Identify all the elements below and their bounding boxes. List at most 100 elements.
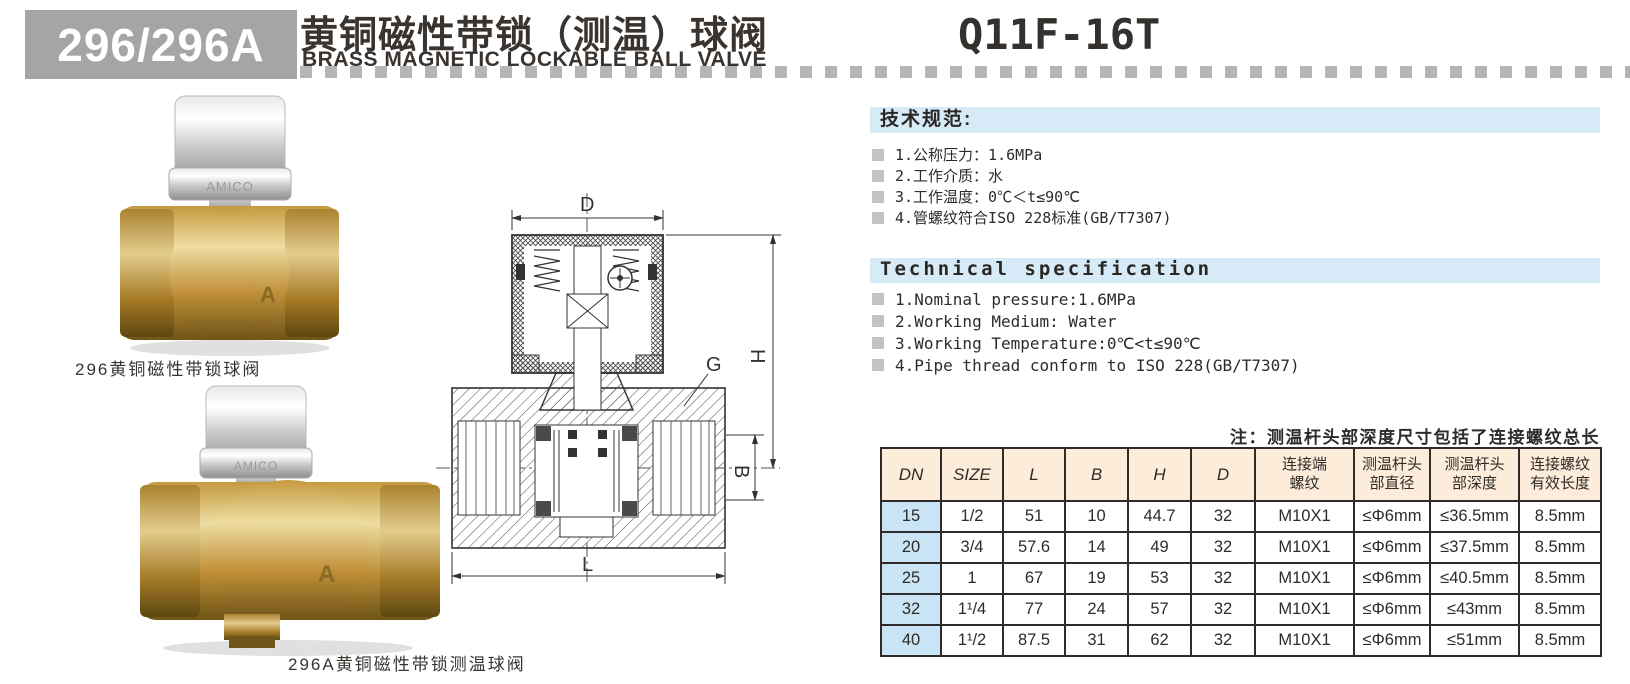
bullet-square-icon (872, 169, 884, 182)
col-header-d: D (1190, 447, 1256, 502)
dim-label-b: B (730, 465, 752, 478)
spec-item-text: 3.Working Temperature:0℃<t≤90℃ (895, 333, 1201, 353)
table-cell: 77 (1002, 593, 1066, 626)
bullet-square-icon (872, 148, 884, 161)
table-cell: 1/2 (940, 500, 1004, 533)
table-cell: 24 (1064, 593, 1129, 626)
brand-mark: AMICO (234, 459, 278, 473)
table-header-row: DN SIZE L B H D 连接端 螺纹 测温杆头 部直径 测温杆头 部深度… (880, 447, 1602, 502)
table-cell: ≤36.5mm (1429, 500, 1520, 533)
spec-item: 3.Working Temperature:0℃<t≤90℃ (872, 332, 1602, 354)
table-cell: 19 (1064, 562, 1129, 595)
dim-label-h: H (746, 349, 768, 363)
table-cell: 57 (1127, 593, 1192, 626)
col-header-thread: 连接端 螺纹 (1254, 447, 1355, 502)
spec-item-text: 2.工作介质：水 (895, 167, 1004, 185)
bullet-square-icon (872, 315, 884, 327)
table-cell: 8.5mm (1518, 593, 1602, 626)
table-cell: ≤51mm (1429, 624, 1520, 657)
table-cell: ≤40.5mm (1429, 562, 1520, 595)
cell-dn: 40 (880, 624, 942, 657)
ball-seats (536, 426, 637, 516)
table-cell: M10X1 (1254, 500, 1355, 533)
table-cell: M10X1 (1254, 562, 1355, 595)
photo-caption-296: 296黄铜磁性带锁球阀 (75, 360, 262, 379)
table-cell: 32 (1190, 624, 1256, 657)
spec-item-text: 1.Nominal pressure:1.6MPa (895, 289, 1136, 309)
table-cell: 8.5mm (1518, 624, 1602, 657)
bullet-square-icon (872, 359, 884, 371)
spec-list-cn: 1.公称压力：1.6MPa 2.工作介质：水 3.工作温度：0℃＜t≤90℃ 4… (872, 144, 1602, 228)
dim-label-g: G (706, 354, 722, 376)
magnet-symbol-icon (607, 265, 633, 291)
table-cell: M10X1 (1254, 531, 1355, 564)
table-cell: 8.5mm (1518, 500, 1602, 533)
dotted-separator (300, 66, 1630, 78)
table-cell: 87.5 (1002, 624, 1066, 657)
bullet-square-icon (872, 190, 884, 203)
cell-dn: 25 (880, 562, 942, 595)
col-header-dn: DN (880, 447, 942, 502)
g-leader-line (683, 373, 709, 407)
spec-heading-en: Technical specification (870, 258, 1600, 283)
table-cell: M10X1 (1254, 593, 1355, 626)
bottom-plug (559, 516, 614, 538)
table-cell: ≤37.5mm (1429, 531, 1520, 564)
svg-text:A: A (318, 561, 335, 588)
table-cell: ≤Φ6mm (1353, 500, 1431, 533)
table-note: 注：测温杆头部深度尺寸包括了连接螺纹总长 (1230, 428, 1600, 447)
photo-caption-296A: 296A黄铜磁性带锁测温球阀 (288, 655, 526, 674)
product-code: Q11F-16T (958, 10, 1161, 59)
table-cell: 8.5mm (1518, 562, 1602, 595)
spec-item-text: 3.工作温度：0℃＜t≤90℃ (895, 188, 1081, 206)
spec-item: 2.Working Medium: Water (872, 310, 1602, 332)
spec-item: 2.工作介质：水 (872, 165, 1602, 186)
product-photo-296A: AMICO A (140, 385, 440, 656)
spec-item: 3.工作温度：0℃＜t≤90℃ (872, 186, 1602, 207)
spec-item-text: 1.公称压力：1.6MPa (895, 146, 1043, 164)
product-photo-296: AMICO A (120, 95, 339, 356)
spec-item: 4.Pipe thread conform to ISO 228(GB/T730… (872, 354, 1602, 376)
col-header-b: B (1064, 447, 1129, 502)
spec-item: 1.公称压力：1.6MPa (872, 144, 1602, 165)
col-header-probe-depth: 测温杆头 部深度 (1429, 447, 1520, 502)
col-header-l: L (1002, 447, 1066, 502)
svg-text:A: A (260, 282, 276, 307)
table-cell: 3/4 (940, 531, 1004, 564)
gland-left (511, 354, 540, 374)
right-port-thread (652, 420, 716, 516)
photo-shadow (163, 640, 413, 656)
brand-mark: AMICO (206, 179, 254, 194)
table-cell: ≤Φ6mm (1353, 531, 1431, 564)
table-cell: 53 (1127, 562, 1192, 595)
ball-chamber (534, 424, 639, 518)
col-header-probe-dia: 测温杆头 部直径 (1353, 447, 1431, 502)
table-cell: 1¹/4 (940, 593, 1004, 626)
table-cell: 57.6 (1002, 531, 1066, 564)
left-port-thread (457, 420, 521, 516)
dim-label-l: L (582, 554, 593, 576)
spec-item-text: 4.管螺纹符合ISO 228标准(GB/T7307) (895, 209, 1172, 227)
table-cell: 44.7 (1127, 500, 1192, 533)
bullet-square-icon (872, 211, 884, 224)
table-cell: 1¹/2 (940, 624, 1004, 657)
table-cell: 32 (1190, 562, 1256, 595)
bullet-square-icon (872, 337, 884, 349)
col-header-thread-length: 连接螺纹 有效长度 (1518, 447, 1602, 502)
spec-item: 1.Nominal pressure:1.6MPa (872, 288, 1602, 310)
table-cell: 31 (1064, 624, 1129, 657)
table-cell: M10X1 (1254, 624, 1355, 657)
table-cell: ≤Φ6mm (1353, 624, 1431, 657)
table-cell: ≤43mm (1429, 593, 1520, 626)
spec-item: 4.管螺纹符合ISO 228标准(GB/T7307) (872, 207, 1602, 228)
table-cell: 32 (1190, 500, 1256, 533)
gland-right (635, 354, 664, 374)
spec-item-text: 2.Working Medium: Water (895, 311, 1117, 331)
table-cell: 8.5mm (1518, 531, 1602, 564)
table-cell: 32 (1190, 531, 1256, 564)
